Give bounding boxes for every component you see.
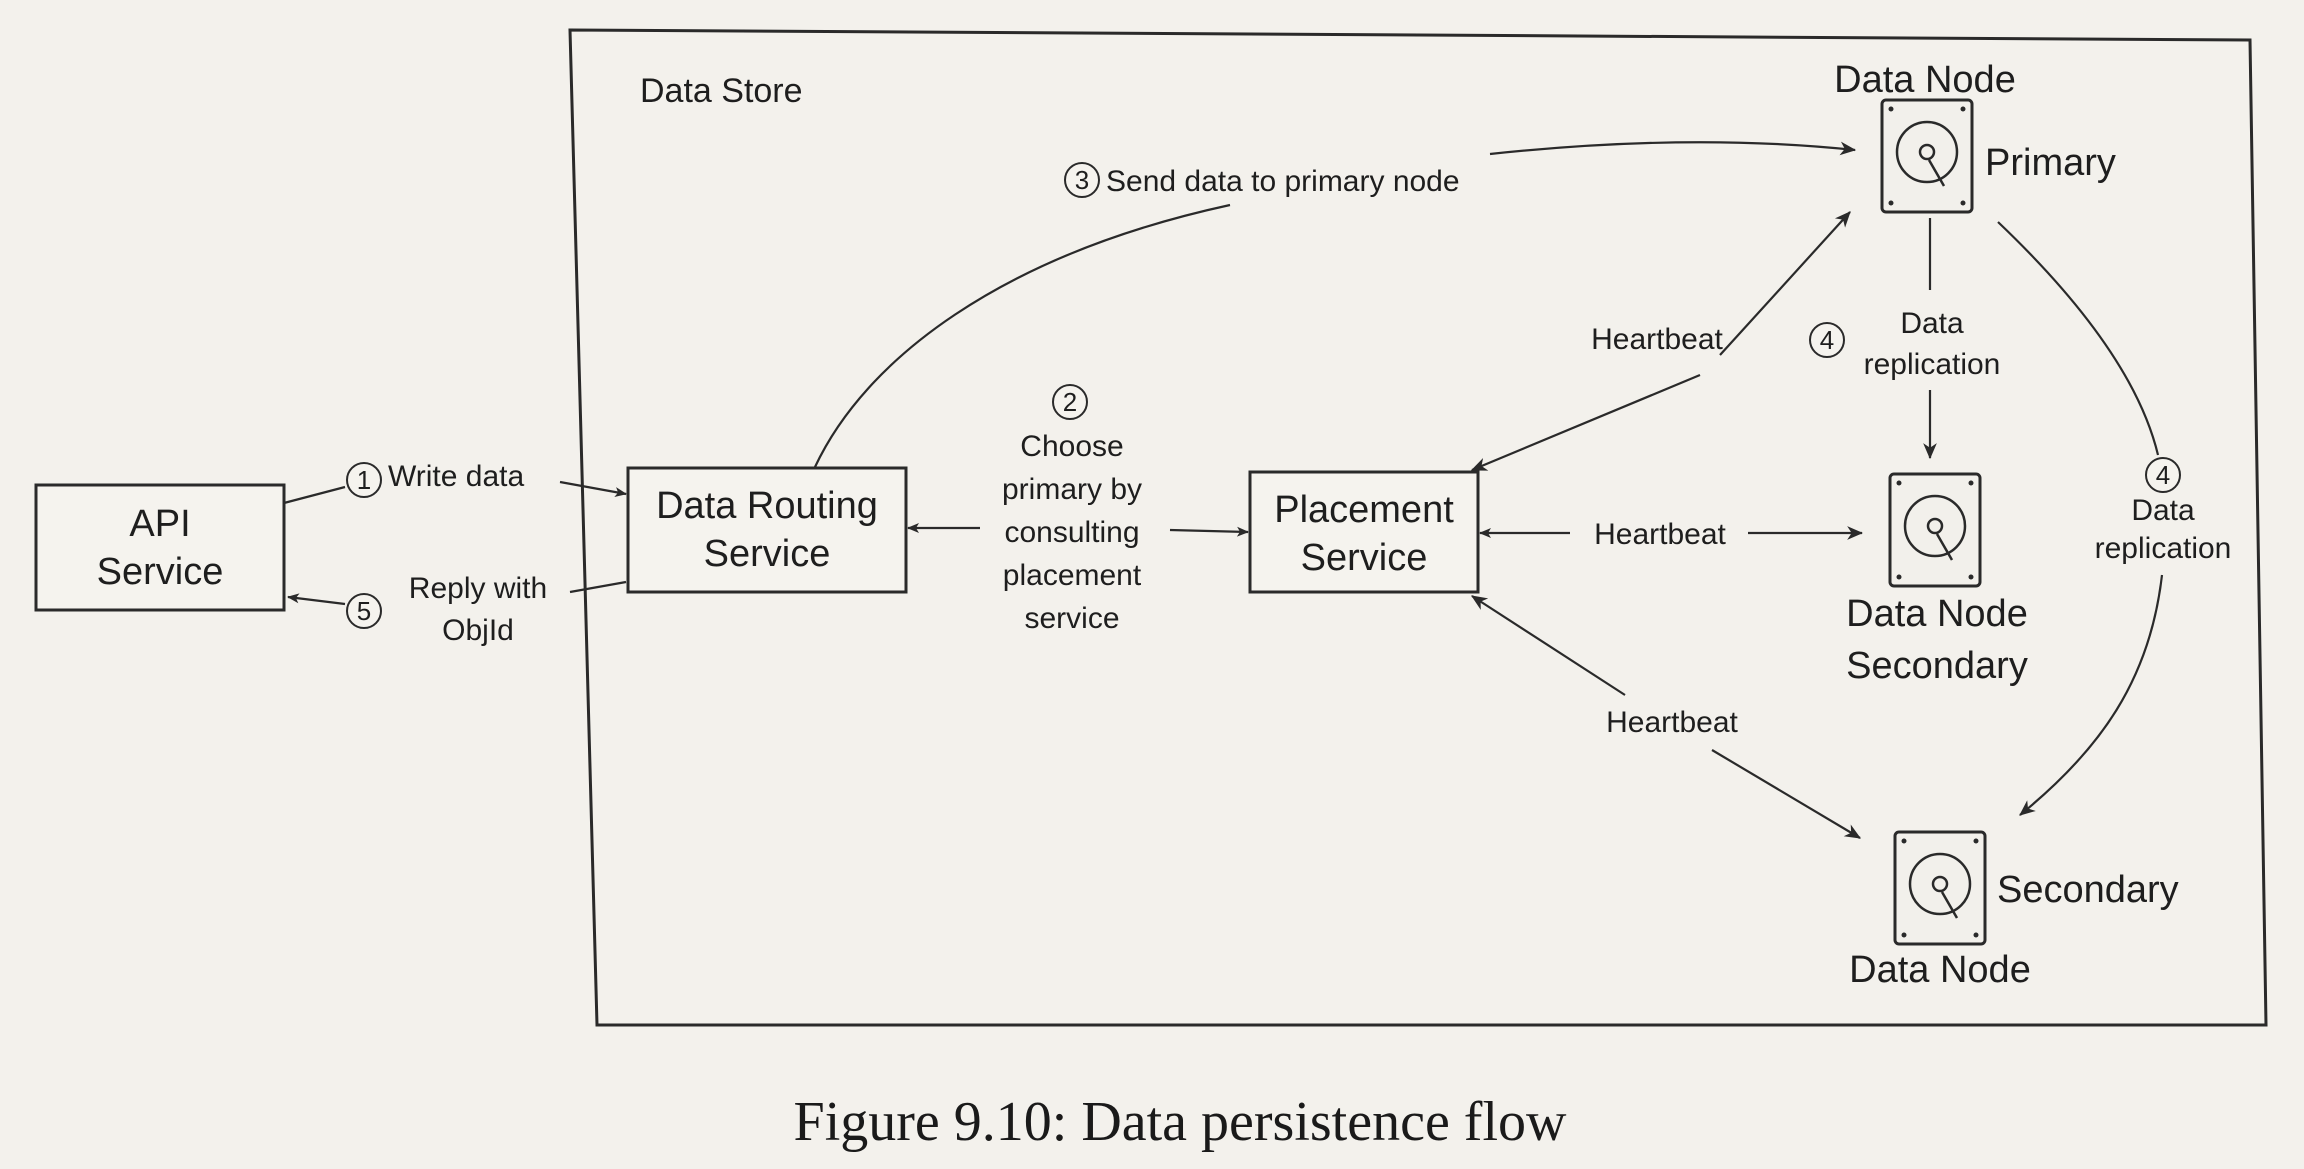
step-4-marker-right: 4 [2145,457,2181,493]
send-data-curve-upper [1489,141,1857,156]
primary-node-title: Data Node [1834,59,2016,101]
api-service-label-1: API [129,503,190,545]
write-data-arrow [559,480,627,497]
step-4-marker-left: 4 [1809,322,1845,358]
heartbeat-top-arrow-down [1470,373,1701,472]
choose-arrow-right [1169,526,1249,537]
replication-left-label-2: replication [1864,348,2001,381]
secondary-node-1-title: Data Node [1846,593,2028,635]
api-service-label-2: Service [97,551,224,593]
data-store-label: Data Store [640,72,803,110]
placement-service-label-1: Placement [1274,489,1454,531]
secondary-node-2-title: Data Node [1849,949,2031,991]
send-data-curve-lower [814,203,1231,468]
primary-node-role: Primary [1985,142,2116,184]
choose-label-5: service [1024,602,1119,635]
heartbeat-bottom-arrow-up [1471,595,1626,696]
reply-arrow [287,593,346,606]
choose-label-3: consulting [1004,516,1139,549]
step-3-marker: 3 [1064,162,1100,198]
placement-service-box: Placement Service [1248,470,1480,594]
replication-left-label-1: Data [1900,307,1964,340]
replication-right-curve-bottom [2019,574,2164,816]
reply-label-1: Reply with [409,572,547,605]
choose-label-1: Choose [1020,430,1123,463]
svg-text:1: 1 [357,465,371,495]
heartbeat-bottom-label: Heartbeat [1606,706,1738,739]
heartbeat-top-arrow-up [1719,211,1851,356]
replication-right-label-1: Data [2131,494,2195,527]
secondary-disk-icon-2 [1893,830,1987,946]
svg-text:3: 3 [1075,165,1089,195]
data-store-frame [568,28,2268,1027]
data-routing-service-box: Data Routing Service [626,466,908,594]
api-service-box: API Service [34,483,286,612]
write-data-label: Write data [388,460,524,493]
placement-service-label-2: Service [1301,537,1428,579]
heartbeat-top-label: Heartbeat [1591,323,1723,356]
reply-arrow-tail [569,580,627,594]
write-data-arrow-tail [283,485,346,505]
heartbeat-bottom-arrow-down [1711,749,1861,839]
choose-label-4: placement [1003,559,1142,592]
replication-right-label-2: replication [2095,532,2232,565]
step-1-marker: 1 [346,462,382,498]
reply-label-2: ObjId [442,614,514,647]
svg-text:2: 2 [1063,387,1077,417]
step-5-marker: 5 [346,593,382,629]
choose-label-2: primary by [1002,473,1142,506]
figure-caption: Figure 9.10: Data persistence flow [794,1091,1567,1153]
secondary-node-2-role: Secondary [1997,869,2179,911]
secondary-node-1-role: Secondary [1846,645,2028,687]
step-2-marker: 2 [1052,384,1088,420]
svg-text:4: 4 [2156,460,2170,490]
replication-right-curve-top [1997,221,2160,456]
routing-service-label-1: Data Routing [656,485,878,527]
svg-text:4: 4 [1820,325,1834,355]
routing-service-label-2: Service [704,533,831,575]
send-data-label: Send data to primary node [1106,165,1460,198]
secondary-disk-icon-1 [1888,472,1982,588]
heartbeat-middle-label: Heartbeat [1594,518,1726,551]
primary-disk-icon [1880,98,1974,214]
svg-text:5: 5 [357,596,371,626]
